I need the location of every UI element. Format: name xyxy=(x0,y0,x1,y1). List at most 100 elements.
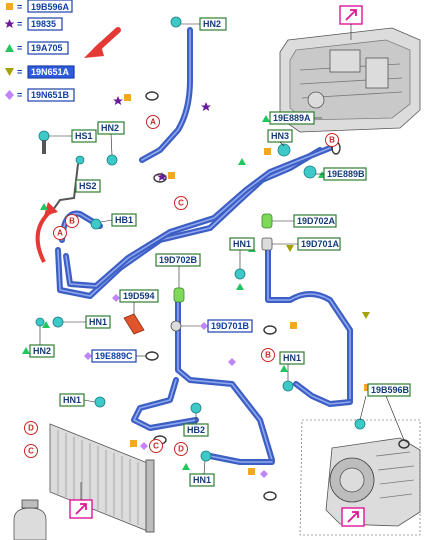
fitting-icon xyxy=(90,218,102,230)
symbol-markers xyxy=(22,94,371,478)
fitting-icon xyxy=(200,450,212,462)
part-label-hn1[interactable]: HN1 xyxy=(229,237,255,251)
svg-text:HB1: HB1 xyxy=(115,215,133,225)
external-link-arrow-icon xyxy=(347,511,359,523)
part-label-hn2[interactable]: HN2 xyxy=(29,344,55,358)
triangle-icon xyxy=(5,44,14,52)
star-icon xyxy=(113,96,123,105)
square-icon xyxy=(168,172,175,179)
legend-item-19n651b: = 19N651B xyxy=(5,88,75,102)
jump-link-condenser[interactable] xyxy=(69,499,93,519)
svg-text:HN1: HN1 xyxy=(63,395,81,405)
part-label-hn2[interactable]: HN2 xyxy=(199,17,227,31)
part-label-hb1[interactable]: HB1 xyxy=(111,213,137,227)
part-label-hn1[interactable]: HN1 xyxy=(279,351,305,365)
jump-link-hvac[interactable] xyxy=(339,5,363,25)
fitting-icon xyxy=(106,154,118,166)
o-ring-icon xyxy=(145,91,159,101)
svg-text:B: B xyxy=(265,351,271,360)
o-ring-icon xyxy=(263,491,277,501)
legend-item-19a705: = 19A705 xyxy=(5,41,69,55)
part-label-19d701b[interactable]: 19D701B xyxy=(207,319,253,333)
part-label-19d702b[interactable]: 19D702B xyxy=(155,253,201,267)
fitting-icon xyxy=(75,155,85,165)
svg-text:B: B xyxy=(329,136,335,145)
sensor-icon xyxy=(123,313,145,335)
svg-text:19D701A: 19D701A xyxy=(301,239,340,249)
part-label-hn3[interactable]: HN3 xyxy=(267,129,293,143)
star-icon xyxy=(157,172,167,181)
triangle-icon xyxy=(182,463,190,470)
svg-text:HN1: HN1 xyxy=(233,239,251,249)
diamond-icon xyxy=(140,442,148,450)
svg-text:19E889C: 19E889C xyxy=(95,351,133,361)
triangle-icon xyxy=(238,158,246,165)
svg-text:19D702A: 19D702A xyxy=(297,216,336,226)
callout-d: D xyxy=(174,442,188,456)
part-label-hn2[interactable]: HN2 xyxy=(97,121,125,135)
diamond-icon xyxy=(260,470,268,478)
svg-text:A: A xyxy=(57,229,63,238)
part-label-19e889c[interactable]: 19E889C xyxy=(91,349,137,363)
svg-text:B: B xyxy=(69,217,75,226)
svg-text:HN1: HN1 xyxy=(89,317,107,327)
star-icon xyxy=(201,102,211,111)
part-label-hn1[interactable]: HN1 xyxy=(59,393,85,407)
condenser xyxy=(49,423,155,533)
part-label-hb2[interactable]: HB2 xyxy=(183,423,209,437)
fittings xyxy=(35,16,410,501)
callout-b: B xyxy=(261,348,275,362)
part-label-hn1[interactable]: HN1 xyxy=(85,315,111,329)
svg-text:HN1: HN1 xyxy=(193,475,211,485)
callout-a: A xyxy=(146,115,160,129)
part-label-19e889a[interactable]: 19E889A xyxy=(269,111,315,125)
part-label-19e889b[interactable]: 19E889B xyxy=(323,167,367,181)
callout-circles: A C B A B D D C C B xyxy=(24,115,339,458)
red-arrow-icon xyxy=(84,27,121,58)
svg-text:19D702B: 19D702B xyxy=(159,255,198,265)
square-icon xyxy=(290,322,297,329)
part-label-19d702a[interactable]: 19D702A xyxy=(293,214,337,228)
part-label-hs1[interactable]: HS1 xyxy=(71,129,97,143)
part-label-hs2[interactable]: HS2 xyxy=(75,179,101,193)
legend-code: 19B596A xyxy=(31,2,70,12)
jump-link-compressor[interactable] xyxy=(341,507,365,527)
svg-text:19E889A: 19E889A xyxy=(273,113,311,123)
diamond-icon xyxy=(84,352,92,360)
legend-code: 19A705 xyxy=(31,43,63,53)
pressure-switch-icon xyxy=(173,287,185,303)
part-label-19b596b[interactable]: 19B596B xyxy=(367,383,411,397)
svg-text:=: = xyxy=(17,67,22,77)
svg-text:C: C xyxy=(178,199,184,208)
o-ring-icon xyxy=(263,325,277,335)
triangle-icon xyxy=(40,203,48,210)
svg-text:HN1: HN1 xyxy=(283,353,301,363)
svg-text:C: C xyxy=(28,447,34,456)
diamond-icon xyxy=(5,90,14,100)
part-label-19d594[interactable]: 19D594 xyxy=(119,289,159,303)
diamond-icon xyxy=(112,294,120,302)
svg-text:D: D xyxy=(178,445,184,454)
part-label-19d701a[interactable]: 19D701A xyxy=(297,237,341,251)
legend-item-19n651a: = 19N651A xyxy=(5,65,75,79)
external-link-arrow-icon xyxy=(345,9,357,21)
svg-text:19D701B: 19D701B xyxy=(211,321,250,331)
triangle-down-icon xyxy=(286,245,294,252)
svg-text:C: C xyxy=(153,442,159,451)
fitting-icon xyxy=(38,130,50,142)
square-icon xyxy=(264,148,271,155)
diamond-icon xyxy=(200,322,208,330)
fitting-icon xyxy=(282,380,294,392)
fitting-icon xyxy=(52,316,64,328)
part-label-hn1[interactable]: HN1 xyxy=(189,473,215,487)
callout-b: B xyxy=(65,214,79,228)
pressure-switch-icon xyxy=(261,213,273,229)
svg-text:=: = xyxy=(17,90,22,100)
svg-text:A: A xyxy=(150,118,156,127)
diamond-icon xyxy=(228,358,236,366)
triangle-icon xyxy=(22,347,30,354)
fitting-icon xyxy=(94,396,106,408)
legend-code: 19N651A xyxy=(31,67,70,77)
triangle-icon xyxy=(42,321,50,328)
fitting-icon xyxy=(35,317,45,327)
